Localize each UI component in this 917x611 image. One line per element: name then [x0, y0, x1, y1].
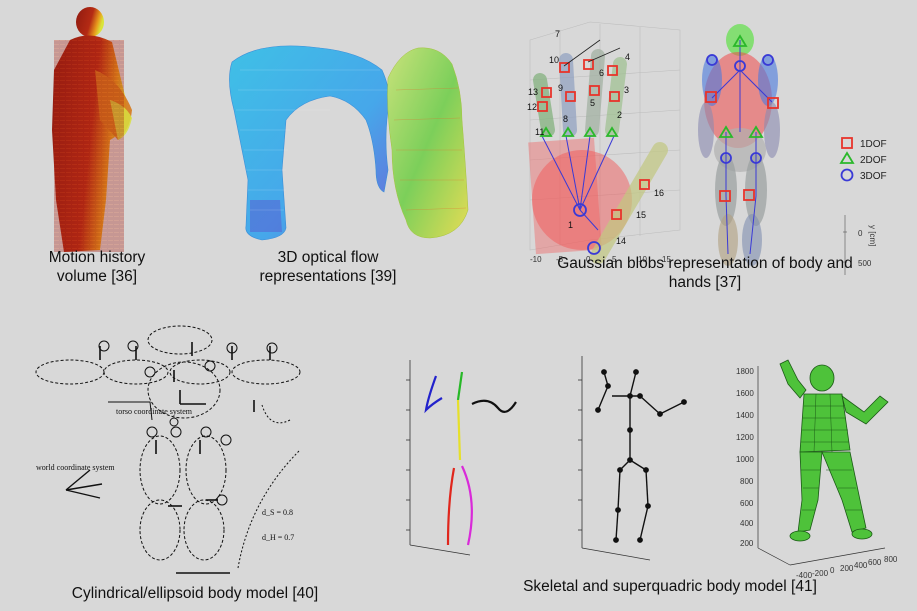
skeletal-stick-plot	[578, 356, 686, 560]
legend-3dof-marker	[842, 170, 853, 181]
gaussian-body-plot: 0 500 y [cm]	[698, 24, 877, 275]
caption-gaussian-blobs: Gaussian blobs representation of body an…	[540, 254, 870, 292]
dh-label: d_H = 0.7	[262, 533, 294, 542]
hand-joint-label: 2	[617, 110, 622, 120]
mesh-z-tick: 1800	[736, 367, 754, 376]
ds-label: d_S = 0.8	[262, 508, 293, 517]
hand-joint-label: 6	[599, 68, 604, 78]
body-axis-tick: 0	[858, 229, 863, 238]
caption-cylindrical: Cylindrical/ellipsoid body model [40]	[30, 584, 360, 603]
legend-1dof-marker	[842, 138, 852, 148]
hand-joint-label: 3	[624, 85, 629, 95]
hand-joint-label: 9	[558, 83, 563, 93]
mesh-z-tick: 600	[740, 499, 754, 508]
mesh-z-tick: 1400	[736, 411, 754, 420]
mesh-z-tick: 800	[740, 477, 754, 486]
mesh-z-tick: 1600	[736, 389, 754, 398]
hand-joint-label: 13	[528, 87, 538, 97]
hand-joint-label: 11	[535, 127, 544, 137]
mesh-x-tick: 800	[884, 555, 898, 564]
mesh-z-tick: 400	[740, 519, 754, 528]
optical-flow-bent-figure	[229, 46, 389, 240]
mesh-z-tick: 200	[740, 539, 754, 548]
hand-joint-label: 1	[568, 220, 573, 230]
caption-optical-flow: 3D optical flow representations [39]	[248, 248, 408, 286]
hand-joint-label: 12	[527, 102, 537, 112]
legend-2dof-label: 2DOF	[860, 155, 887, 166]
optical-flow-hand	[388, 48, 469, 238]
legend-1dof-label: 1DOF	[860, 139, 887, 150]
hand-joint-label: 8	[563, 114, 568, 124]
caption-skeletal: Skeletal and superquadric body model [41…	[470, 577, 870, 596]
mesh-x-tick: 0	[830, 566, 835, 575]
world-label: world coordinate system	[36, 463, 115, 472]
torso-label-text: torso coordinate system	[116, 407, 193, 416]
hand-joint-label: 14	[616, 236, 626, 246]
hand-joint-label: 7	[555, 29, 560, 39]
dof-legend: 1DOF 2DOF 3DOF	[841, 138, 887, 182]
torso-label: torso coordinate system	[116, 407, 193, 416]
motion-history-volume	[52, 7, 132, 252]
hand-joint-label: 5	[590, 98, 595, 108]
body-axis-label: y [cm]	[868, 225, 877, 246]
gaussian-hand-plot: 7 4 10 6 13 3 9 5 12 2 8 11 1 16 15 14 -…	[527, 22, 680, 264]
mesh-x-tick: 400	[854, 561, 868, 570]
hand-joint-label: 15	[636, 210, 646, 220]
mesh-z-tick: 1200	[736, 433, 754, 442]
legend-2dof-marker	[841, 153, 853, 163]
skeletal-curves-plot	[406, 360, 516, 555]
hand-joint-label: 16	[654, 188, 664, 198]
mesh-z-tick: 1000	[736, 455, 754, 464]
mesh-x-tick: 200	[840, 564, 854, 573]
mesh-x-tick: 600	[868, 558, 882, 567]
hand-joint-label: 10	[549, 55, 559, 65]
legend-3dof-label: 3DOF	[860, 171, 887, 182]
cylindrical-body-model	[36, 326, 300, 573]
superquadric-mesh-plot: 1800 1600 1400 1200 1000 800 600 400 200…	[736, 360, 898, 580]
hand-joint-label: 4	[625, 52, 630, 62]
caption-motion-history: Motion history volume [36]	[22, 248, 172, 286]
